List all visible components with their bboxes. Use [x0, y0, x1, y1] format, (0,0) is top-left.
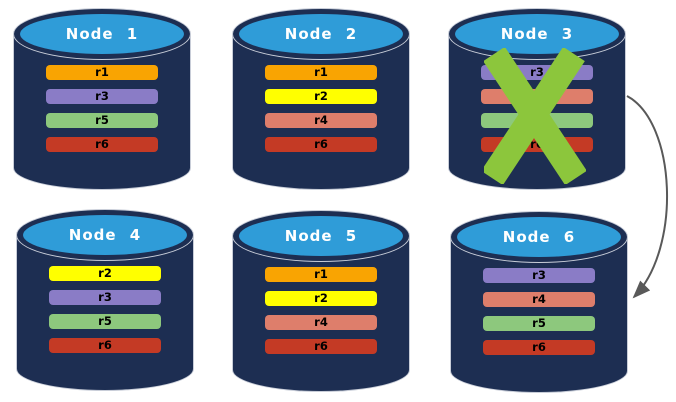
replica-bar: r2 [49, 266, 161, 281]
node-3-title: Node 3 [500, 25, 574, 43]
node-6-top-face: Node 6 [457, 217, 621, 257]
node-5-title: Node 5 [284, 227, 358, 245]
node-5-top-face: Node 5 [239, 216, 403, 256]
node-6-cylinder-body [450, 237, 628, 393]
node-4-replicas: r2 r3 r5 r6 [16, 266, 194, 362]
replica-bar: r6 [49, 338, 161, 353]
node-1-cylinder-body [13, 34, 191, 190]
node-1-replicas: r1 r3 r5 r6 [13, 65, 191, 161]
replica-bar: r4 [483, 292, 595, 307]
node-5-cylinder-body [232, 236, 410, 392]
node-3-top-face: Node 3 [455, 14, 619, 54]
replica-bar: r6 [483, 340, 595, 355]
node-2-top-face: Node 2 [239, 14, 403, 54]
replica-bar: r5 [483, 316, 595, 331]
node-1-top-face: Node 1 [20, 14, 184, 54]
node-4-cylinder-top: Node 4 [16, 209, 194, 261]
replica-bar: r1 [265, 65, 377, 80]
node-5-replicas: r1 r2 r4 r6 [232, 267, 410, 363]
replica-bar: r5 [46, 113, 158, 128]
node-6-title: Node 6 [502, 228, 576, 246]
replica-bar: r2 [265, 89, 377, 104]
replica-bar: r2 [265, 291, 377, 306]
node-1-title: Node 1 [65, 25, 139, 43]
node-2-replicas: r1 r2 r4 r6 [232, 65, 410, 161]
node-2-cylinder-top: Node 2 [232, 8, 410, 60]
node-2-cylinder-body [232, 34, 410, 190]
node-5-cylinder-top: Node 5 [232, 210, 410, 262]
replica-bar: r3 [49, 290, 161, 305]
replica-bar: r4 [265, 315, 377, 330]
node-1-cylinder-top: Node 1 [13, 8, 191, 60]
replica-bar: r4 [481, 89, 593, 104]
node-5: Node 5 r1 r2 r4 r6 [232, 210, 410, 392]
replica-bar: r3 [483, 268, 595, 283]
replica-bar: r5 [49, 314, 161, 329]
replica-bar: r3 [46, 89, 158, 104]
replica-bar: r4 [265, 113, 377, 128]
node-3: Node 3 r3 r4 r5 r6 [448, 8, 626, 190]
replica-bar: r6 [481, 137, 593, 152]
node-6: Node 6 r3 r4 r5 r6 [450, 211, 628, 393]
node-3-replicas: r3 r4 r5 r6 [448, 65, 626, 161]
node-1: Node 1 r1 r3 r5 r6 [13, 8, 191, 190]
node-6-cylinder-top: Node 6 [450, 211, 628, 263]
replica-bar: r1 [46, 65, 158, 80]
arrow-curve [626, 95, 668, 299]
node-4-cylinder-body [16, 235, 194, 391]
node-2-title: Node 2 [284, 25, 358, 43]
node-4: Node 4 r2 r3 r5 r6 [16, 209, 194, 391]
replica-bar: r5 [481, 113, 593, 128]
node-4-top-face: Node 4 [23, 215, 187, 255]
replica-bar: r1 [265, 267, 377, 282]
replica-bar: r6 [265, 339, 377, 354]
node-6-replicas: r3 r4 r5 r6 [450, 268, 628, 364]
node-3-cylinder-top: Node 3 [448, 8, 626, 60]
node-2: Node 2 r1 r2 r4 r6 [232, 8, 410, 190]
replica-bar: r6 [265, 137, 377, 152]
replica-bar: r6 [46, 137, 158, 152]
node-4-title: Node 4 [68, 226, 142, 244]
replica-bar: r3 [481, 65, 593, 80]
